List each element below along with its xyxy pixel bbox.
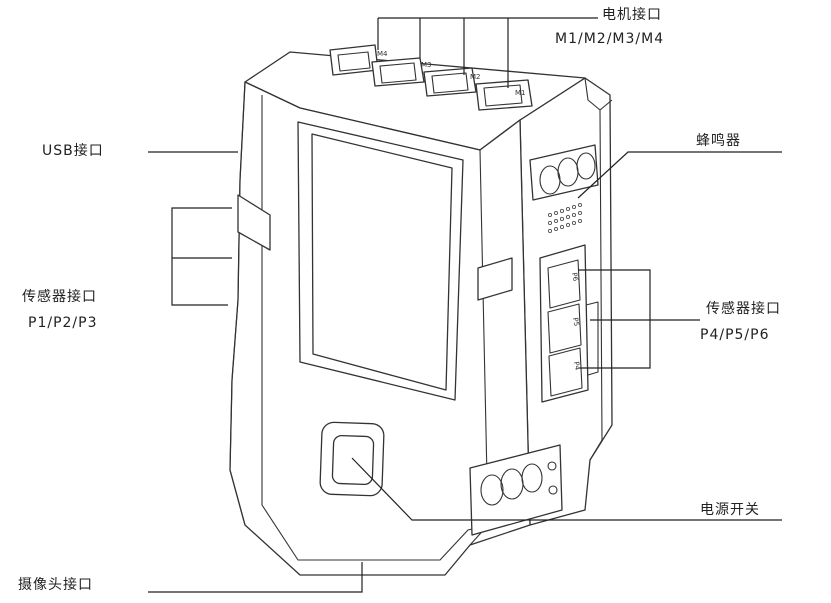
power-switch-inner [331, 434, 375, 486]
label-power-switch: 电源开关 [700, 502, 760, 518]
label-sensor-port-right: 传感器接口 [706, 301, 781, 317]
callout-power [351, 457, 782, 521]
callout-sensor-left [171, 207, 232, 306]
side-slot [477, 257, 513, 301]
label-camera-port: 摄像头接口 [18, 577, 93, 593]
buzzer-holes [547, 202, 583, 234]
buzzer-area [529, 144, 599, 234]
display-screen [311, 133, 453, 391]
callout-sensor-right [578, 269, 700, 369]
port-tag-m1: M1 [515, 89, 526, 97]
motor-ports: M4 M3 M2 M1 [329, 44, 533, 111]
callout-motor [377, 17, 598, 88]
usb-port [237, 194, 271, 251]
port-tag-p6: P6 [570, 272, 579, 282]
label-motor-port-ids: M1/M2/M3/M4 [555, 31, 665, 47]
label-sensor-port-left-ids: P1/P2/P3 [28, 315, 98, 331]
port-tag-m4: M4 [377, 50, 388, 58]
right-sensor-ports: P6 P5 P4 [539, 244, 599, 403]
port-tag-p4: P4 [572, 361, 581, 371]
port-tag-m2: M2 [470, 73, 481, 81]
callout-buzzer [577, 151, 782, 199]
port-tag-m3: M3 [421, 61, 432, 69]
port-tag-p5: P5 [571, 317, 580, 327]
label-buzzer: 蜂鸣器 [696, 133, 741, 149]
label-motor-port: 电机接口 [602, 7, 662, 23]
label-usb-port: USB接口 [42, 143, 104, 159]
label-sensor-port-left: 传感器接口 [22, 289, 97, 305]
label-sensor-port-right-ids: P4/P5/P6 [700, 327, 770, 343]
callout-camera [148, 562, 363, 593]
camera-port-area [469, 444, 563, 536]
